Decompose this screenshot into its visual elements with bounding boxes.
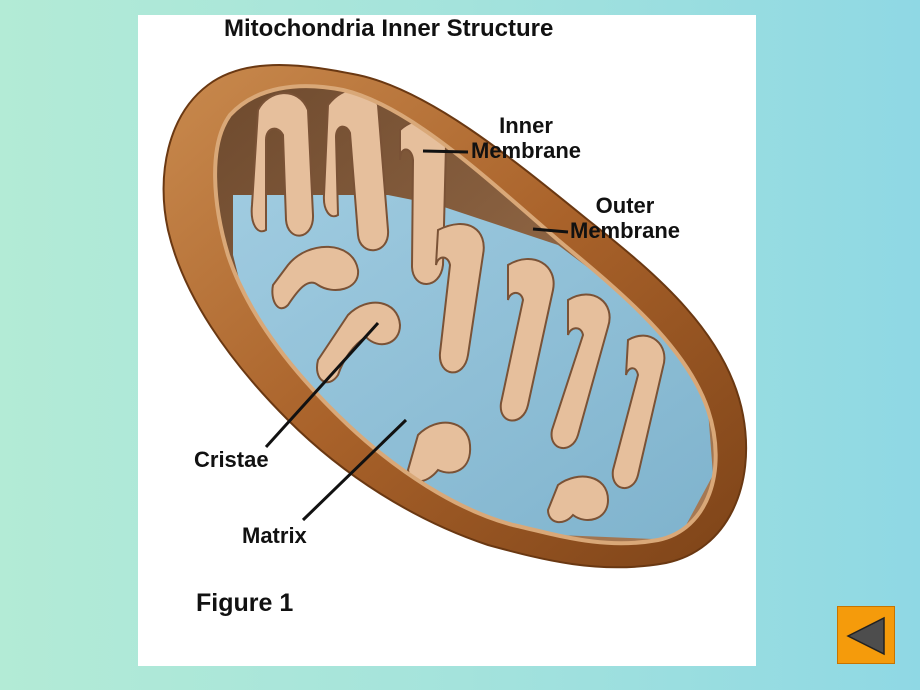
outer-membrane-leader [532, 227, 569, 234]
outer-membrane-label-line2: Membrane [570, 218, 681, 243]
figure-title: Mitochondria Inner Structure [224, 15, 554, 42]
matrix-leader [301, 418, 408, 522]
cristae-label: Cristae [194, 447, 269, 472]
figure-caption: Figure 1 [196, 589, 294, 617]
figure-panel: Mitochondria Inner Structure Inner Membr… [138, 15, 756, 666]
inner-membrane-leader [422, 149, 469, 154]
outer-membrane-label: Outer Membrane [570, 193, 680, 243]
inner-rim [213, 84, 718, 546]
cristae-leader [264, 321, 380, 449]
triangle-left-icon [846, 616, 885, 656]
inner-membrane-label: Inner Membrane [471, 113, 581, 163]
back-button[interactable] [837, 606, 895, 664]
inner-membrane-label-line1: Inner [499, 113, 553, 138]
matrix-label: Matrix [242, 523, 307, 548]
inner-membrane-label-line2: Membrane [471, 138, 582, 163]
outer-membrane-label-line1: Outer [595, 193, 655, 218]
mitochondrion-illustration [162, 64, 748, 569]
